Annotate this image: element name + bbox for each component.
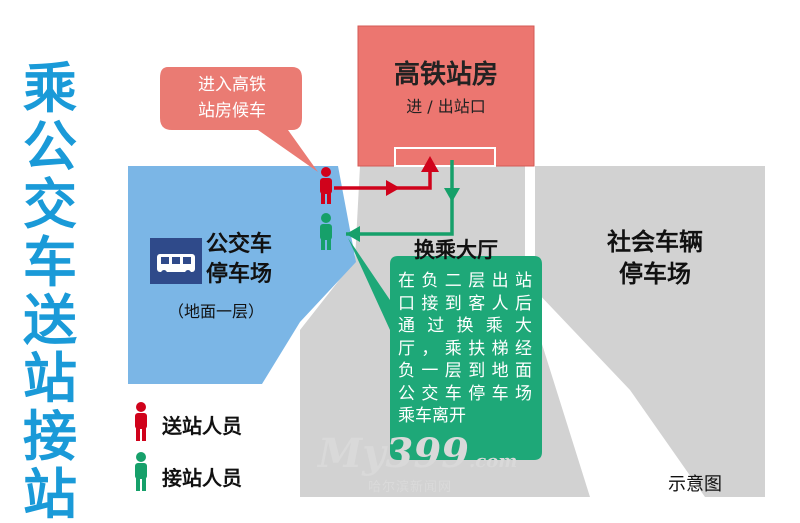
drop-off-route (334, 168, 432, 190)
social-parking-line-2: 停车场 (619, 260, 691, 288)
watermark-text: My399 (318, 430, 470, 477)
bus-label-line-2: 停车场 (206, 262, 273, 287)
green-note: 在负二层出站 口接到客人后 通过换乘大 厅，乘扶梯经 负一层到地面 公交车停车场… (398, 270, 532, 428)
pick-up-person-icon (320, 213, 332, 250)
green-note-line: 口接到客人后 (398, 293, 532, 314)
transfer-hall-label: 换乘大厅 (414, 238, 498, 262)
title-char: 公 (23, 115, 77, 178)
title-char: 交 (23, 173, 77, 236)
legend-pick-up-label: 接站人员 (162, 466, 242, 490)
green-note-line: 乘车离开 (398, 406, 466, 426)
callout-bubble-shape (160, 67, 318, 172)
title-char: 车 (23, 231, 77, 294)
bus-floor-label: （地面一层） (168, 302, 265, 321)
callout-line-2: 站房候车 (198, 101, 266, 121)
social-parking-line-1: 社会车辆 (607, 228, 703, 256)
title-char: 接 (23, 405, 77, 468)
pick-up-route (346, 160, 454, 236)
station-gate (394, 147, 496, 167)
bus-icon (150, 238, 202, 284)
pick-up-arrow-down (444, 188, 460, 202)
title-char: 站 (23, 463, 77, 523)
drop-off-person-icon (320, 167, 332, 204)
green-note-line: 负一层到地面 (398, 361, 532, 381)
diagram-note: 示意图 (668, 474, 722, 495)
bus-label-line-1: 公交车 (206, 232, 273, 257)
title-char: 送 (23, 289, 77, 352)
legend-drop-off-label: 送站人员 (162, 414, 242, 438)
drop-off-arrow-up (421, 156, 439, 172)
station-title: 高铁站房 (393, 60, 498, 90)
pick-up-arrow-left (346, 226, 360, 242)
green-note-line: 通过换乘大 (398, 316, 532, 336)
green-note-line: 公交车停车场 (398, 383, 532, 404)
title-char: 乘 (23, 57, 77, 120)
title-char: 站 (23, 347, 77, 410)
green-note-shape (348, 238, 542, 460)
station-subtitle: 进 / 出站口 (406, 97, 486, 116)
green-note-line: 厅，乘扶梯经 (398, 338, 532, 359)
green-note-line: 在负二层出站 (398, 271, 532, 291)
bus-parking-area (128, 166, 356, 384)
legend-green-person-icon (135, 452, 147, 491)
station-building (357, 25, 535, 167)
drop-off-arrow-right (386, 180, 400, 196)
vertical-title: 乘 公 交 车 送 站 接 站 (18, 60, 82, 523)
watermark-suffix: .com (469, 451, 518, 472)
legend-red-person-icon (135, 402, 147, 441)
watermark: My399.com (318, 430, 517, 477)
watermark-subtext: 哈尔滨新闻网 (368, 480, 453, 495)
callout-line-1: 进入高铁 (198, 75, 266, 95)
gray-zone-right (535, 166, 765, 497)
